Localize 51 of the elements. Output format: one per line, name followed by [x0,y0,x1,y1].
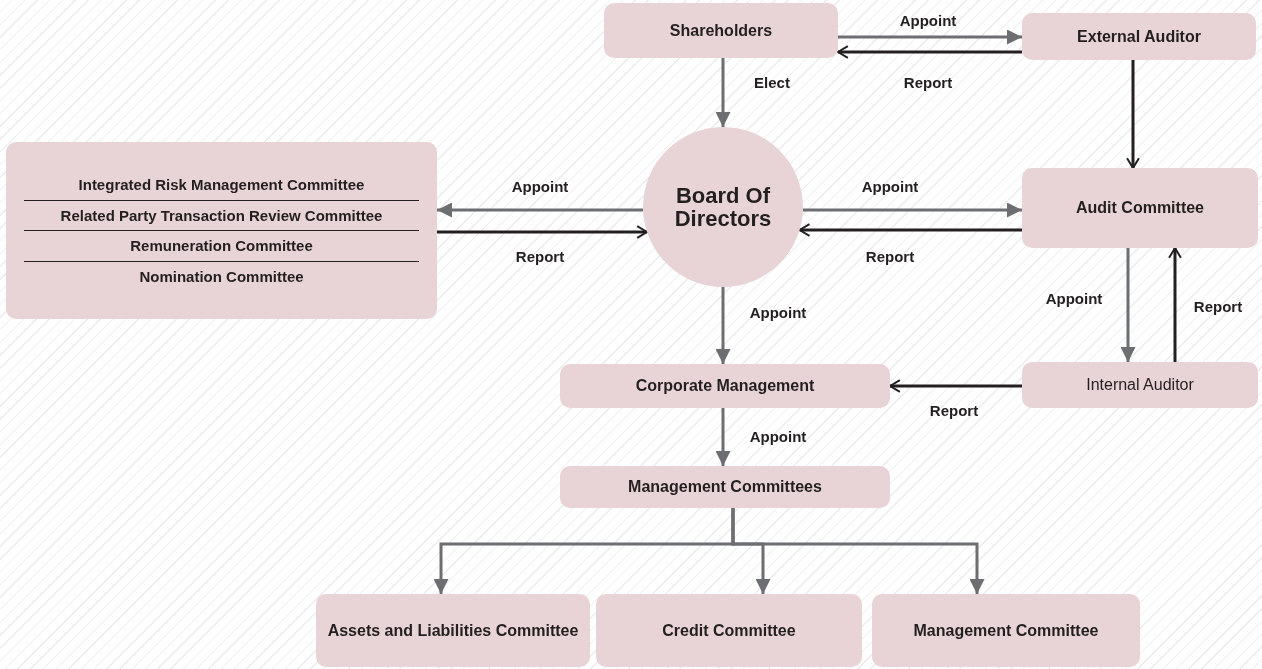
process-box [596,594,862,667]
node-label: Board Of Directors [673,183,773,231]
edge-label: Appoint [749,427,807,445]
arrow [1126,60,1140,169]
arrow [715,287,731,364]
committee-name: Nomination Committee [138,266,305,287]
edge-label: Appoint [749,303,807,321]
edge-label: Appoint [1045,289,1103,307]
node-label: Internal Auditor [1086,375,1194,395]
arrow [1120,248,1136,362]
arrow [715,58,731,127]
arrow [731,508,985,594]
committee-list-box [6,142,437,319]
arrow [798,223,1022,237]
process-box [604,3,838,58]
process-box [1022,13,1256,60]
process-box [316,594,590,667]
edge-label: Report [515,247,565,265]
process-box [1022,168,1258,248]
edge-label: Report [903,73,953,91]
node-label: Assets and Liabilities Committee [327,620,579,641]
circle-node [643,127,803,287]
node-label: Management Committee [913,620,1099,641]
process-box [1022,362,1258,408]
node-label: Management Committees [628,477,822,497]
edge-label: Elect [754,73,790,91]
committee-name: Related Party Transaction Review Committee [24,200,419,231]
arrow [838,29,1022,45]
process-box [560,364,890,408]
arrow [889,379,1022,393]
arrow [715,408,731,466]
node-label: External Auditor [1077,26,1201,47]
node-label: Shareholders [669,20,773,41]
process-box [872,594,1140,667]
arrow [437,202,644,218]
node-label: Credit Committee [662,620,796,641]
node-label: Corporate Management [635,376,815,396]
arrow [1168,247,1182,362]
edge-label: Report [865,247,915,265]
arrow [437,225,648,239]
edge-label: Report [1193,297,1243,315]
committee-name: Remuneration Committee [24,231,419,262]
node-label: Audit Committee [1076,198,1204,218]
edge-label: Appoint [511,177,569,195]
edge-label: Report [929,401,979,419]
edge-label: Appoint [899,11,957,29]
arrow [837,45,1022,59]
committee-name: Integrated Risk Management Committee [24,170,419,201]
edge-label: Appoint [861,177,919,195]
process-box [560,466,890,508]
arrow [802,202,1022,218]
